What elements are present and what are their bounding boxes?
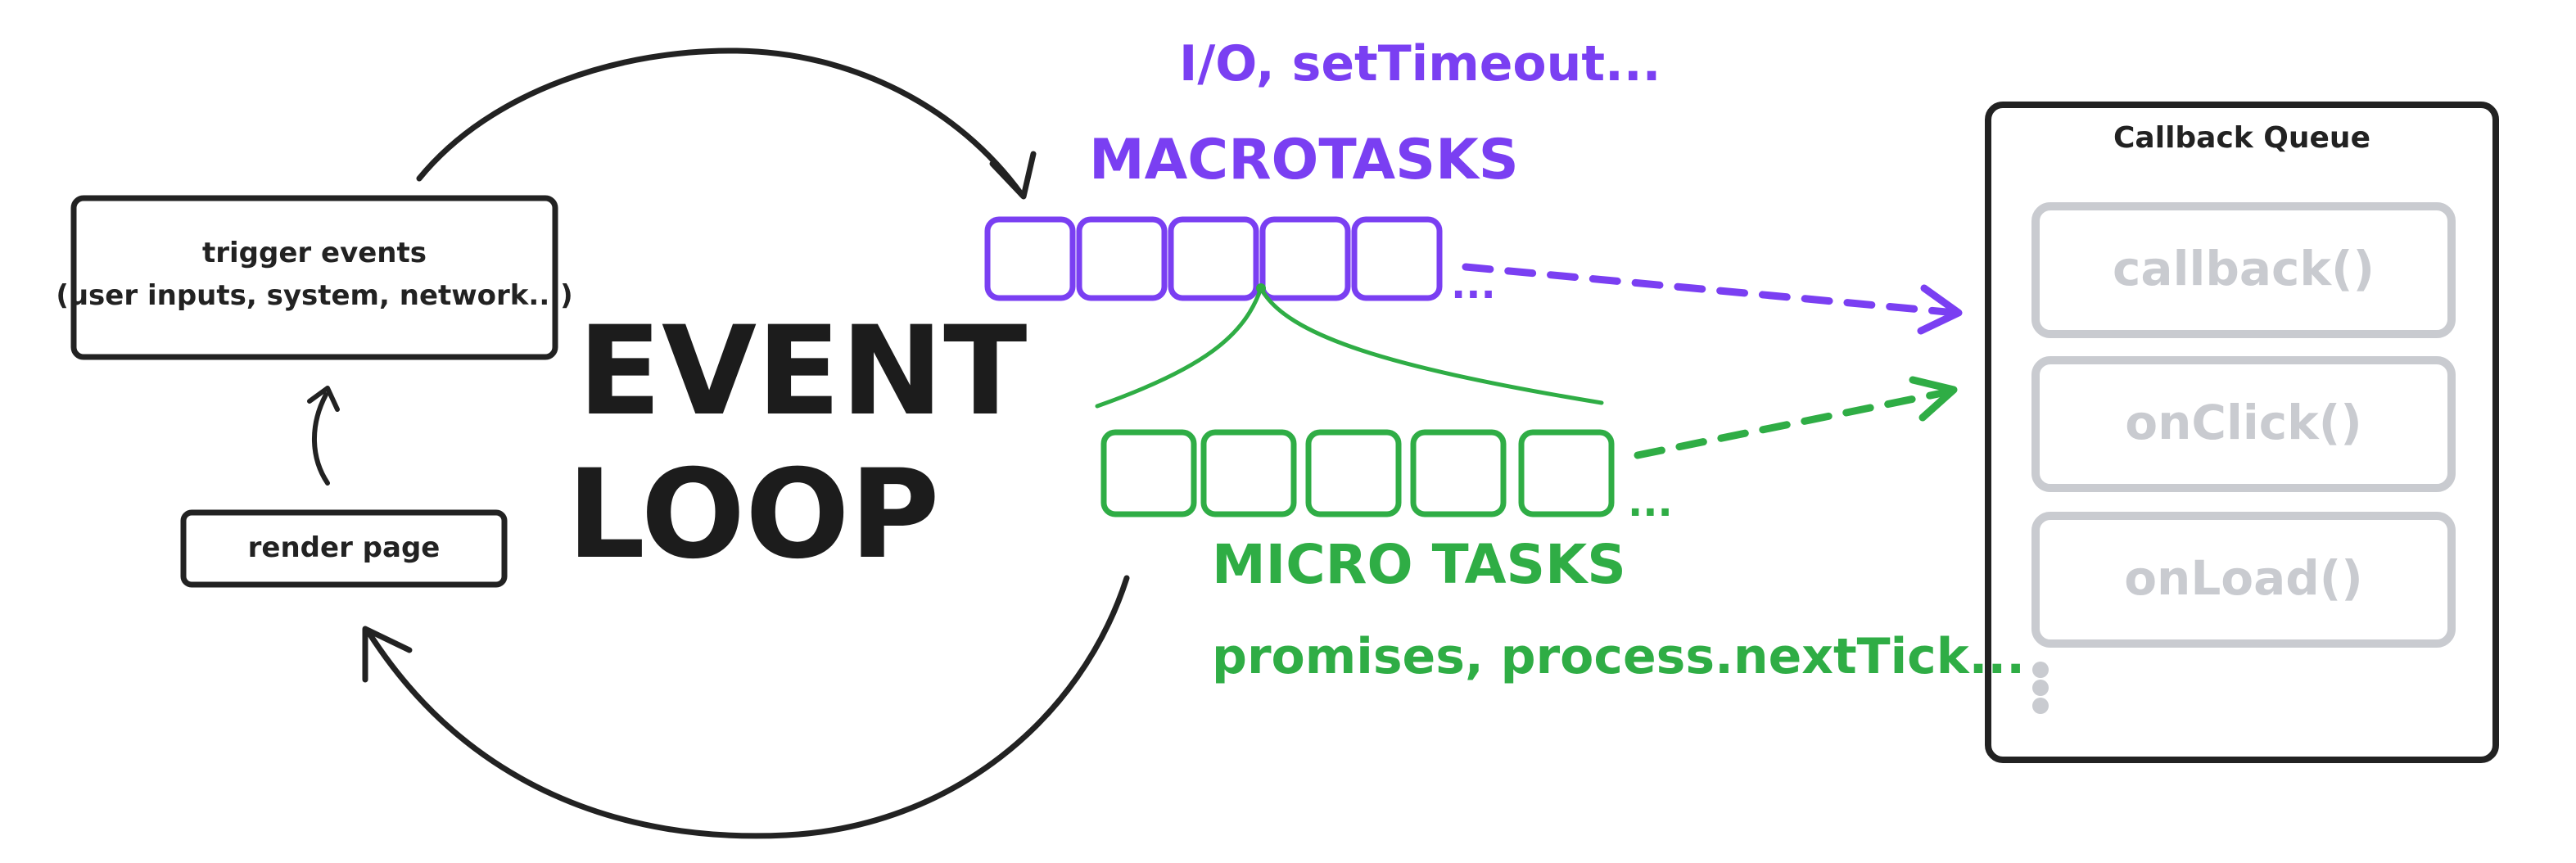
microtask-queue-ellipsis: ... <box>1628 480 1673 526</box>
loop-arc-top-arrowhead <box>989 151 1037 200</box>
microtasks-examples: promises, process.nextTick... <box>1212 628 2025 685</box>
event-loop-title-line1: EVENT <box>578 300 1028 443</box>
microtask-slot <box>1100 429 1197 517</box>
microtask-slot <box>1518 429 1615 517</box>
loop-arc-top <box>416 47 1025 198</box>
callback-item-label: onClick() <box>2125 395 2361 450</box>
microtasks-title: MICRO TASKS <box>1212 533 1626 596</box>
render-to-trigger-arrowhead <box>307 386 340 412</box>
loop-arc-bottom <box>365 575 1130 839</box>
macrotask-slot <box>1168 216 1259 301</box>
microtask-to-callback-arrow <box>1634 387 1955 459</box>
microtask-slot <box>1200 429 1297 517</box>
render-page-label: render page <box>248 531 441 564</box>
macrotask-arrowhead <box>1917 284 1963 335</box>
render-page-box: render page <box>180 509 508 588</box>
macrotask-slot <box>1351 216 1443 301</box>
microtask-queue <box>1100 429 1615 517</box>
micro-bracket <box>1095 283 1604 409</box>
callback-item-label: callback() <box>2113 241 2375 296</box>
callback-item <box>2031 512 2456 648</box>
macrotask-to-callback-arrow <box>1462 263 1959 317</box>
callback-queue-panel: Callback Queue callback() onClick() onLo… <box>1985 102 2499 763</box>
callback-queue-title: Callback Queue <box>2113 121 2370 155</box>
trigger-events-line1: trigger events <box>202 237 427 269</box>
callback-queue-more-dots <box>2032 662 2049 714</box>
callback-item <box>2031 356 2456 492</box>
microtask-slot <box>1305 429 1402 517</box>
trigger-events-line2: (user inputs, system, network...) <box>56 279 572 312</box>
macrotask-slot <box>1259 216 1351 301</box>
callback-item <box>2031 202 2456 338</box>
microtask-arrowhead <box>1909 376 1958 422</box>
macrotasks-title: MACROTASKS <box>1089 128 1519 192</box>
microtask-slot <box>1410 429 1507 517</box>
macrotask-slot <box>1076 216 1168 301</box>
macrotasks-examples: I/O, setTimeout... <box>1179 35 1661 93</box>
event-loop-title-line2: LOOP <box>567 444 939 586</box>
macrotask-queue <box>984 216 1443 301</box>
loop-arc-bottom-arrowhead <box>362 626 413 683</box>
callback-item-label: onLoad() <box>2124 550 2363 606</box>
render-to-trigger-arrow <box>311 392 330 486</box>
trigger-events-box: trigger events (user inputs, system, net… <box>56 195 573 360</box>
macrotask-slot <box>984 216 1076 301</box>
